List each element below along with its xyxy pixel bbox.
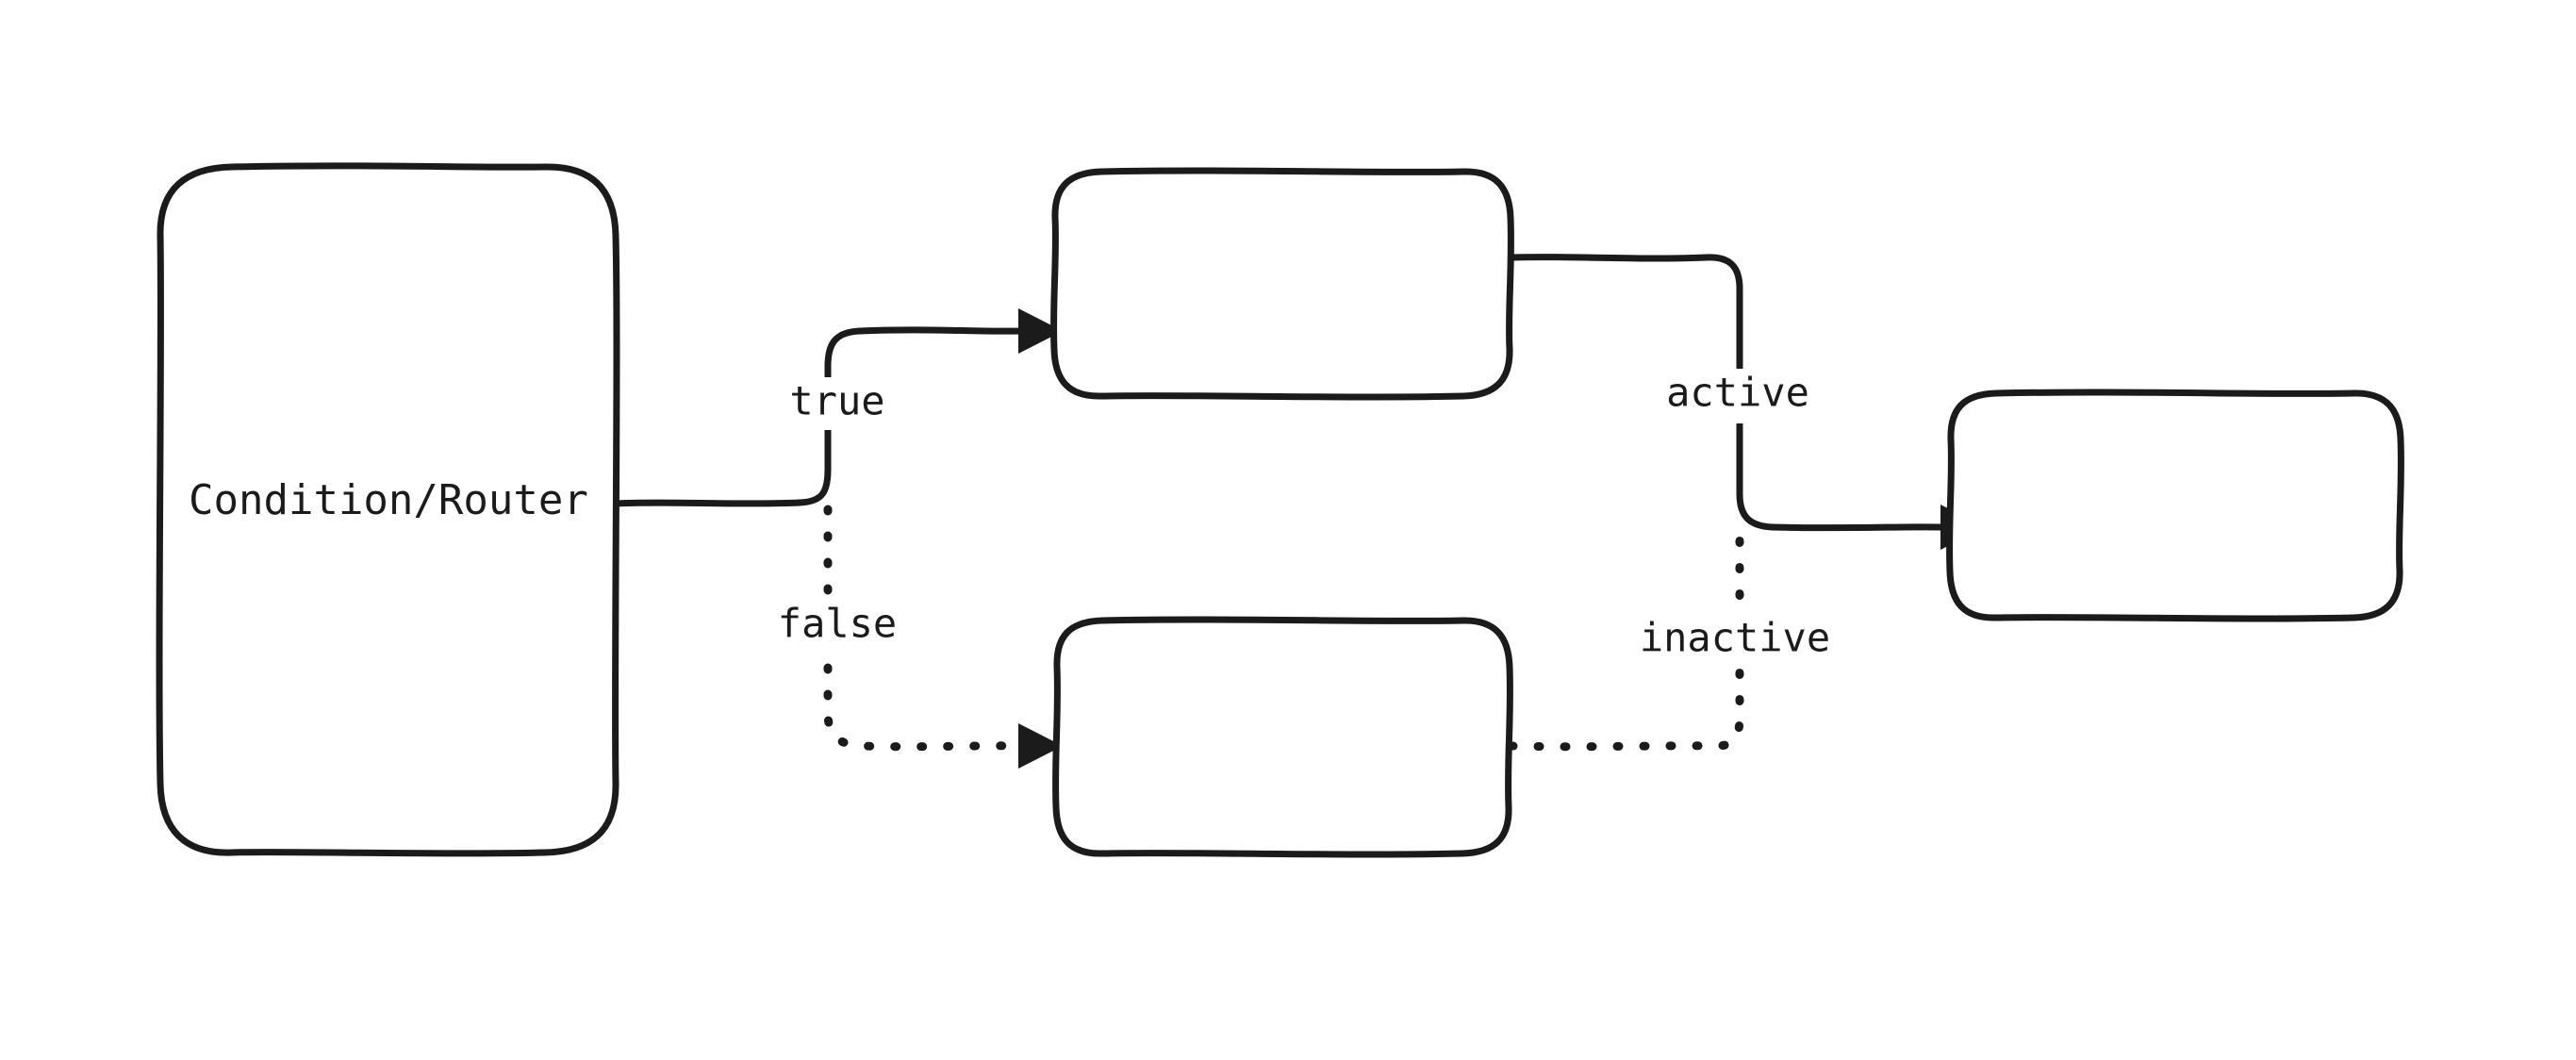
- edge-inactive-label: inactive: [1640, 615, 1830, 661]
- edge-false[interactable]: false: [766, 505, 1063, 769]
- edge-true[interactable]: true: [612, 308, 1063, 507]
- edge-inactive-path: [1507, 531, 1744, 752]
- node-condition-router-shape: [156, 162, 620, 857]
- node-false-branch-shape: [1052, 616, 1513, 858]
- edge-false-label: false: [778, 601, 897, 647]
- edge-true-label: true: [789, 378, 884, 424]
- edge-true-arrowhead: [1018, 308, 1063, 354]
- edge-active-path: [1508, 254, 1946, 532]
- node-true-branch-shape: [1050, 167, 1514, 401]
- node-true-branch[interactable]: [1050, 167, 1514, 401]
- edge-inactive[interactable]: inactive: [1507, 531, 1844, 752]
- node-false-branch[interactable]: [1052, 616, 1513, 858]
- edge-false-label-bg: [766, 600, 909, 654]
- edge-false-arrowhead: [1018, 723, 1063, 769]
- edge-inactive-label-bg: [1637, 614, 1844, 669]
- edge-active-label-bg: [1660, 369, 1822, 423]
- node-merge-shape: [1946, 389, 2404, 622]
- edge-true-path: [612, 326, 1024, 507]
- node-condition-router-label: Condition/Router: [189, 476, 588, 524]
- edge-active-label: active: [1666, 370, 1809, 416]
- edge-active[interactable]: active: [1508, 254, 1985, 550]
- edge-true-label-bg: [773, 377, 901, 430]
- node-merge[interactable]: [1946, 389, 2404, 622]
- node-condition-router[interactable]: Condition/Router: [156, 162, 620, 857]
